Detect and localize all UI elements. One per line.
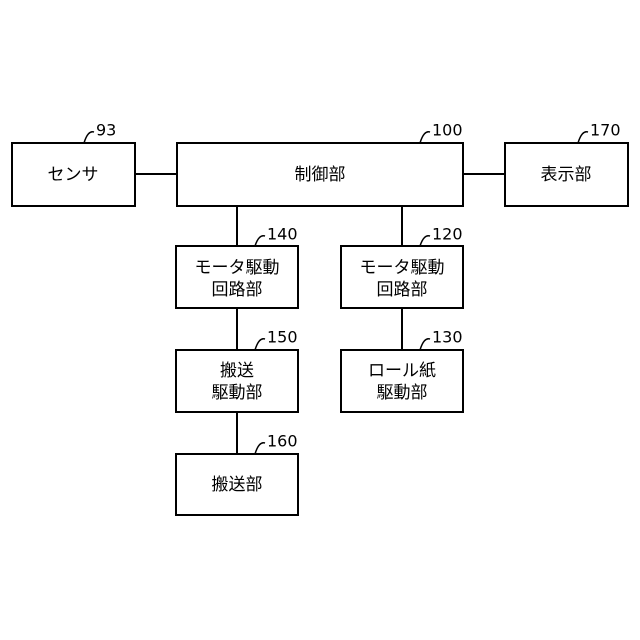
block-transport-drive-150-line2: 駆動部	[212, 383, 263, 403]
block-motor-drive-120-leader	[420, 236, 430, 246]
block-roll-drive-130-line2: 駆動部	[377, 383, 428, 403]
block-display-ref: 170	[590, 121, 621, 140]
block-sensor: センサ 93	[12, 121, 135, 207]
block-transport-drive-150-leader	[255, 339, 265, 350]
block-transport-160-ref: 160	[267, 432, 298, 451]
block-roll-drive-130-leader	[420, 339, 430, 350]
block-motor-drive-140-line1: モータ駆動	[195, 258, 280, 278]
block-motor-drive-140-leader	[255, 236, 265, 246]
block-roll-drive-130-line1: ロール紙	[368, 361, 436, 381]
block-transport-drive-150-line1: 搬送	[220, 361, 254, 381]
block-controller-label: 制御部	[295, 165, 346, 185]
block-display-leader	[578, 132, 588, 143]
block-controller-ref: 100	[432, 121, 463, 140]
block-roll-drive-130-ref: 130	[432, 328, 463, 347]
block-display: 表示部 170	[505, 121, 628, 207]
block-sensor-label: センサ	[48, 165, 99, 185]
block-transport-160-leader	[255, 443, 265, 454]
block-sensor-leader	[84, 132, 94, 143]
block-motor-drive-140-ref: 140	[267, 225, 298, 244]
block-transport-drive-150-ref: 150	[267, 328, 298, 347]
block-sensor-ref: 93	[96, 121, 116, 140]
block-transport-160-label: 搬送部	[212, 475, 263, 495]
block-motor-drive-120-ref: 120	[432, 225, 463, 244]
block-display-label: 表示部	[541, 165, 592, 185]
block-controller-leader	[420, 132, 430, 143]
block-controller: 制御部 100	[177, 121, 463, 207]
block-motor-drive-120-line1: モータ駆動	[360, 258, 445, 278]
block-motor-drive-140-line2: 回路部	[212, 280, 263, 300]
block-motor-drive-120-line2: 回路部	[377, 280, 428, 300]
